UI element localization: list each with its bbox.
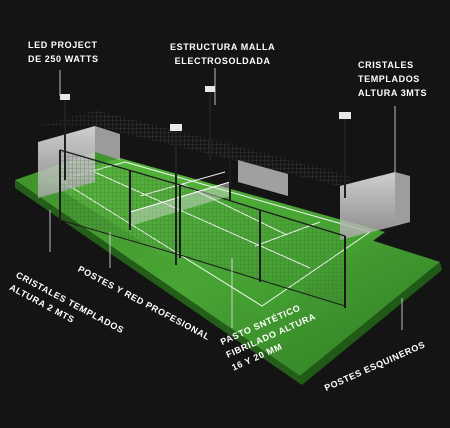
label-led-project: LED PROJECT DE 250 WATTS [28,38,99,66]
glass-back-right [340,172,410,240]
light-poles [60,86,351,265]
label-estructura-malla: ESTRUCTURA MALLA ELECTROSOLDADA [170,40,275,68]
mesh-fence [38,110,355,307]
label-cristales-3mts: CRISTALES TEMPLADOS ALTURA 3MTS [358,58,427,100]
label-led-line-1: LED PROJECT [28,40,98,50]
posts [59,140,346,308]
label-estructura-line-1: ESTRUCTURA MALLA [170,42,276,52]
label-cristales-3-line-1: CRISTALES [358,60,414,70]
label-cristales-3-line-3: ALTURA 3MTS [358,88,428,98]
leader-lines [49,68,403,330]
glass-mid-wall [238,160,288,196]
label-cristales-3-line-2: TEMPLADOS [358,74,420,84]
label-estructura-line-2: ELECTROSOLDADA [174,56,271,66]
label-led-line-2: DE 250 WATTS [28,54,99,64]
